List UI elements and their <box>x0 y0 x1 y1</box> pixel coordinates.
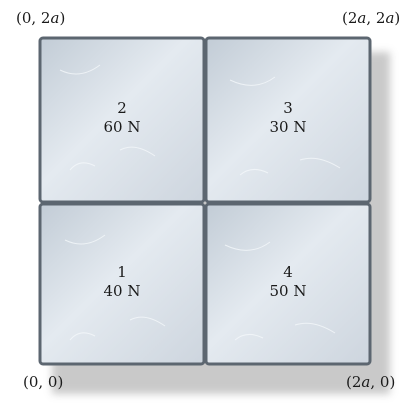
tile-2-number: 2 <box>117 99 127 117</box>
tile-1-weight: 40 N <box>103 282 141 300</box>
tile-3-number: 3 <box>283 99 293 117</box>
tile-4-number: 4 <box>283 263 293 281</box>
tile-1 <box>38 202 206 366</box>
tile-3-label: 3 30 N <box>228 99 348 137</box>
tile-1-number: 1 <box>117 263 127 281</box>
corner-label-bottom-right: (2a, 0) <box>346 373 396 391</box>
corner-label-top-left: (0, 2a) <box>16 9 66 27</box>
corner-label-bottom-left: (0, 0) <box>23 373 64 391</box>
tile-3 <box>204 36 372 204</box>
tile-4 <box>204 202 372 366</box>
corner-label-top-right: (2a, 2a) <box>342 9 401 27</box>
tile-2 <box>38 36 206 204</box>
tile-2-label: 2 60 N <box>62 99 182 137</box>
tile-1-label: 1 40 N <box>62 263 182 301</box>
tile-4-label: 4 50 N <box>228 263 348 301</box>
tile-2-weight: 60 N <box>103 118 141 136</box>
tile-4-weight: 50 N <box>269 282 307 300</box>
tile-3-weight: 30 N <box>269 118 307 136</box>
